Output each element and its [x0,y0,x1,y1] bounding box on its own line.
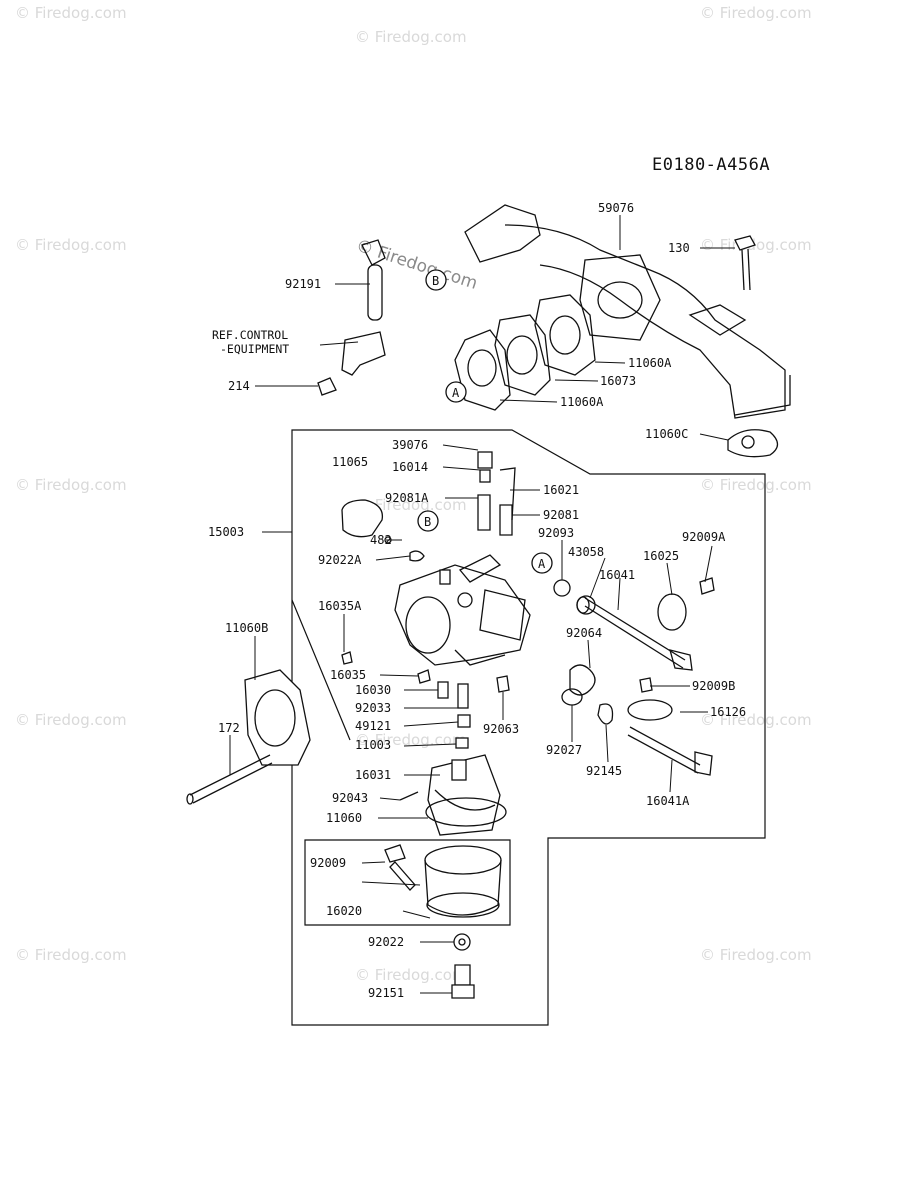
part-label-43058: 43058 [568,545,604,559]
watermark-text: © Firedog.com [700,236,812,254]
part-label-92033: 92033 [355,701,391,715]
part-label-92022: 92022 [368,935,404,949]
part-label-130: 130 [668,241,690,255]
watermark-text: © Firedog.com [355,28,467,46]
float-bowl-drawing [424,845,502,918]
main-jet-drawing [341,651,510,801]
ref-note-line1: REF.CONTROL [212,328,288,342]
svg-text:A: A [538,557,546,571]
callout-b-mid: B [417,510,439,532]
part-label-92043: 92043 [332,791,368,805]
part-label-92022a: 92022A [318,553,362,567]
part-label-11003: 11003 [355,738,391,752]
callout-a-left: A [445,381,467,403]
throttle-shaft-drawing [576,596,693,671]
part-label-92081a: 92081A [385,491,429,505]
part-label-92009: 92009 [310,856,346,870]
part-label-92009a: 92009A [682,530,726,544]
watermark-text: © Firedog.com [700,946,812,964]
choke-shaft-drawing [627,726,713,776]
part-label-11060a-2: 11060A [560,395,604,409]
part-label-16020: 16020 [326,904,362,918]
callout-b-top: B [425,269,447,291]
watermark-text: © Firedog.com [15,4,127,22]
part-label-16030: 16030 [355,683,391,697]
part-label-11060a-1: 11060A [628,356,672,370]
part-label-92151: 92151 [368,986,404,1000]
part-label-15003: 15003 [208,525,244,539]
part-label-92063: 92063 [483,722,519,736]
part-label-92009b: 92009B [692,679,735,693]
part-label-11060c: 11060C [645,427,688,441]
svg-text:A: A [452,386,460,400]
float-bowl-subassembly-frame [304,839,511,926]
watermark-text: © Firedog.com [15,476,127,494]
part-label-16025: 16025 [643,549,679,563]
watermark-text: © Firedog.com [700,4,812,22]
watermark-text: © Firedog.com [15,946,127,964]
flange-gasket-drawing [727,429,779,458]
part-label-49121: 49121 [355,719,391,733]
part-label-16041: 16041 [599,568,635,582]
part-label-11060b: 11060B [225,621,268,635]
part-label-16021: 16021 [543,483,579,497]
part-label-16035: 16035 [330,668,366,682]
part-label-92191: 92191 [285,277,321,291]
bolt-130-drawing [734,235,756,291]
part-label-172: 172 [218,721,240,735]
callout-a-right: A [531,552,553,574]
part-label-16041a: 16041A [646,794,690,808]
part-label-16031: 16031 [355,768,391,782]
spring-and-seal-drawing [553,579,614,725]
part-label-11060: 11060 [326,811,362,825]
watermark-text: © Firedog.com [355,496,467,514]
insulator-gasket-drawing [244,669,311,766]
part-label-16073: 16073 [600,374,636,388]
float-chamber-drawing [425,754,507,836]
part-label-92093: 92093 [538,526,574,540]
svg-text:B: B [424,515,431,529]
part-label-16035a: 16035A [318,599,362,613]
part-labels: 59076 130 92191 214 11060A 16073 11060A … [208,201,746,1000]
part-label-92145: 92145 [586,764,622,778]
part-label-92027: 92027 [546,743,582,757]
needle-and-springs-drawing [477,451,516,536]
watermark-text: © Firedog.com [700,711,812,729]
part-label-92081: 92081 [543,508,579,522]
throttle-plate-drawing [657,577,715,631]
intake-manifold-drawing [464,204,791,419]
diagram-code: E0180-A456A [652,155,770,175]
leader-lines [229,215,735,994]
pilot-screw-drawing [341,499,425,562]
choke-plate-drawing [627,677,673,721]
svg-text:B: B [432,274,439,288]
carburetor-body-drawing [394,554,531,666]
ref-note-line2: -EQUIPMENT [220,342,289,356]
part-label-16126: 16126 [710,705,746,719]
watermark-text: © Firedog.com [15,236,127,254]
watermark-text: © Firedog.com [355,966,467,984]
bowl-bolt-drawing [384,844,475,999]
part-label-214: 214 [228,379,250,393]
control-link-drawing [317,239,386,396]
gasket-frame-edge [291,599,351,741]
watermark-text: © Firedog.com [15,711,127,729]
part-label-11065: 11065 [332,455,368,469]
part-label-59076: 59076 [598,201,634,215]
part-label-16014: 16014 [392,460,428,474]
gasket-stack-drawing [454,294,596,411]
carburetor-assembly-frame [291,429,766,1026]
part-label-39076: 39076 [392,438,428,452]
part-label-92064: 92064 [566,626,602,640]
part-label-482: 482 [370,533,392,547]
watermark-text: © Firedog.com [700,476,812,494]
